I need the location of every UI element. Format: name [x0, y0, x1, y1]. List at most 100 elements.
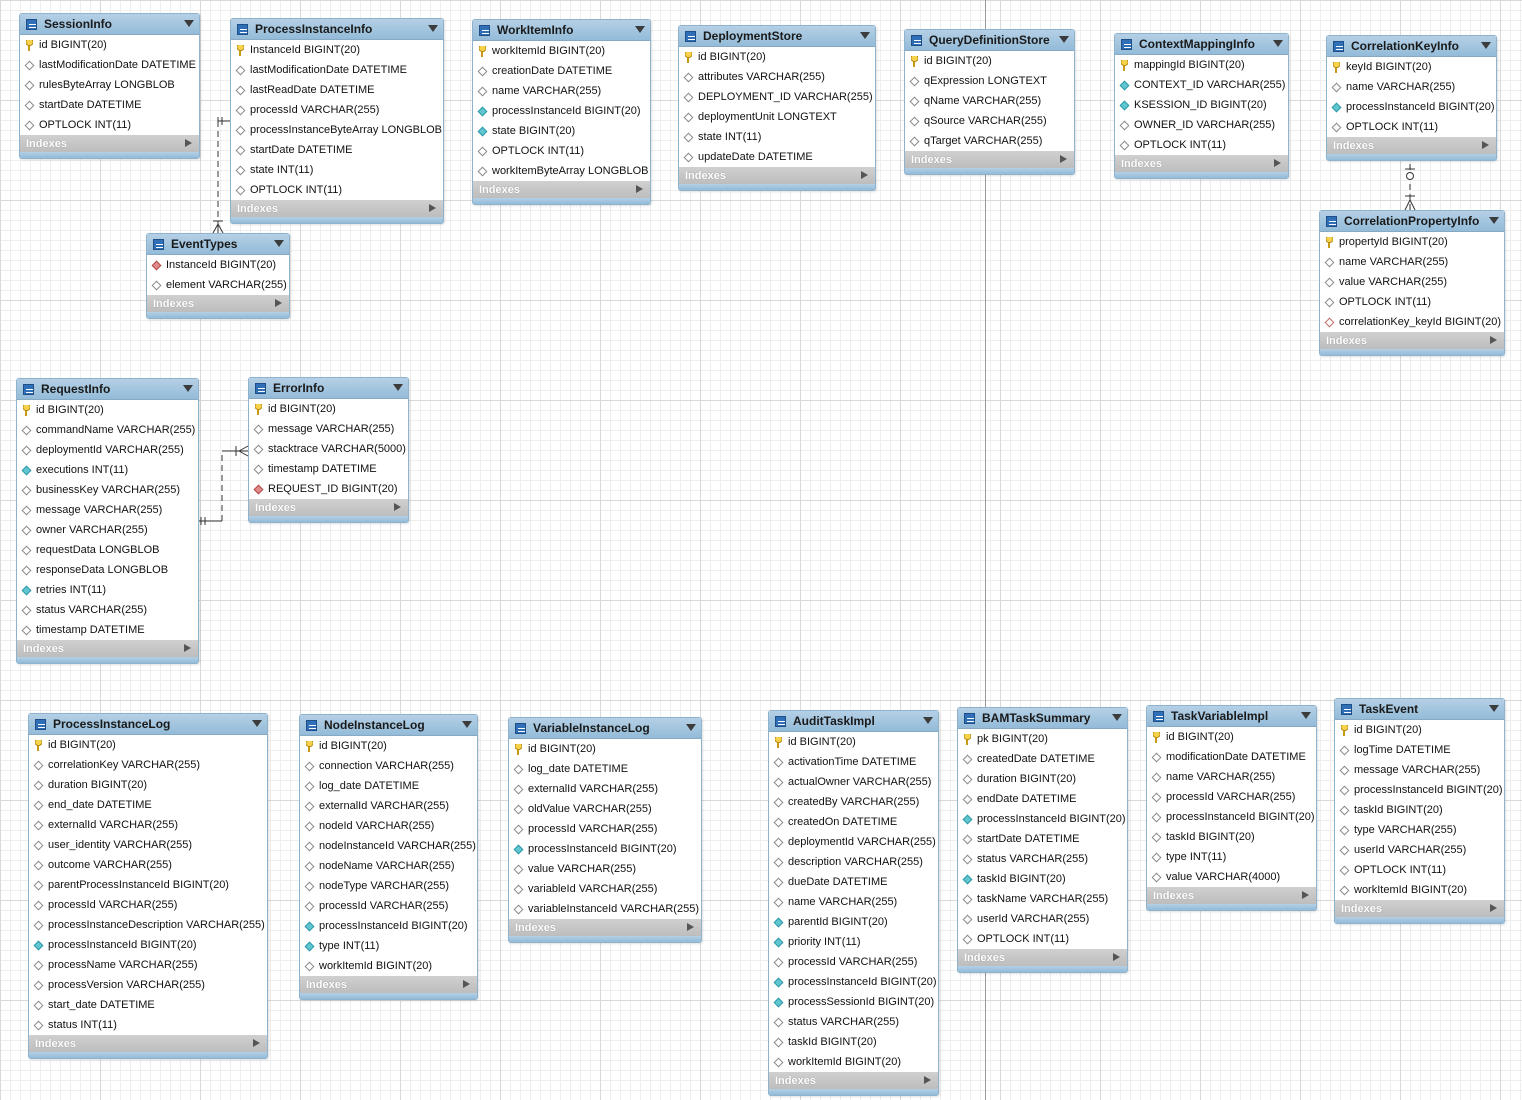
- table-column[interactable]: message VARCHAR(255): [17, 500, 198, 520]
- table-event-types[interactable]: EventTypes InstanceId BIGINT(20)element …: [146, 233, 290, 319]
- table-correlation-property-info[interactable]: CorrelationPropertyInfo propertyId BIGIN…: [1319, 210, 1505, 356]
- table-task-variable-impl[interactable]: TaskVariableImpl id BIGINT(20)modificati…: [1146, 705, 1317, 911]
- table-column[interactable]: updateDate DATETIME: [679, 147, 875, 167]
- table-column[interactable]: processInstanceId BIGINT(20): [509, 839, 701, 859]
- table-column[interactable]: id BIGINT(20): [769, 732, 938, 752]
- table-variable-instance-log[interactable]: VariableInstanceLog id BIGINT(20)log_dat…: [508, 717, 702, 943]
- table-column[interactable]: processInstanceId BIGINT(20): [1147, 807, 1316, 827]
- table-header[interactable]: ContextMappingInfo: [1115, 34, 1288, 55]
- table-column[interactable]: nodeInstanceId VARCHAR(255): [300, 836, 477, 856]
- table-column[interactable]: processId VARCHAR(255): [231, 100, 443, 120]
- indexes-section[interactable]: Indexes: [905, 151, 1074, 168]
- chevron-down-icon[interactable]: [635, 26, 645, 33]
- table-column[interactable]: start_date DATETIME: [29, 995, 267, 1015]
- table-column[interactable]: processName VARCHAR(255): [29, 955, 267, 975]
- table-column[interactable]: activationTime DATETIME: [769, 752, 938, 772]
- table-column[interactable]: externalId VARCHAR(255): [300, 796, 477, 816]
- table-column[interactable]: workItemId BIGINT(20): [473, 41, 650, 61]
- table-column[interactable]: workItemId BIGINT(20): [1335, 880, 1504, 900]
- table-header[interactable]: TaskVariableImpl: [1147, 706, 1316, 727]
- chevron-down-icon[interactable]: [1059, 36, 1069, 43]
- table-column[interactable]: processInstanceId BIGINT(20): [1335, 780, 1504, 800]
- table-column[interactable]: propertyId BIGINT(20): [1320, 232, 1504, 252]
- chevron-down-icon[interactable]: [1489, 217, 1499, 224]
- table-bamtask-summary[interactable]: BAMTaskSummary pk BIGINT(20)createdDate …: [957, 707, 1128, 973]
- table-column[interactable]: executions INT(11): [17, 460, 198, 480]
- table-column[interactable]: taskId BIGINT(20): [958, 869, 1127, 889]
- chevron-down-icon[interactable]: [923, 717, 933, 724]
- table-column[interactable]: dueDate DATETIME: [769, 872, 938, 892]
- expand-arrow-icon[interactable]: [687, 923, 694, 931]
- table-column[interactable]: deploymentId VARCHAR(255): [17, 440, 198, 460]
- table-process-instance-log[interactable]: ProcessInstanceLog id BIGINT(20)correlat…: [28, 713, 268, 1059]
- table-column[interactable]: processSessionId BIGINT(20): [769, 992, 938, 1012]
- table-column[interactable]: OWNER_ID VARCHAR(255): [1115, 115, 1288, 135]
- expand-arrow-icon[interactable]: [1274, 159, 1281, 167]
- table-column[interactable]: attributes VARCHAR(255): [679, 67, 875, 87]
- table-column[interactable]: priority INT(11): [769, 932, 938, 952]
- indexes-section[interactable]: Indexes: [769, 1072, 938, 1089]
- table-column[interactable]: qTarget VARCHAR(255): [905, 131, 1074, 151]
- expand-arrow-icon[interactable]: [924, 1076, 931, 1084]
- table-column[interactable]: message VARCHAR(255): [1335, 760, 1504, 780]
- chevron-down-icon[interactable]: [274, 240, 284, 247]
- expand-arrow-icon[interactable]: [253, 1039, 260, 1047]
- table-header[interactable]: SessionInfo: [20, 14, 199, 35]
- table-column[interactable]: createdBy VARCHAR(255): [769, 792, 938, 812]
- table-context-mapping-info[interactable]: ContextMappingInfo mappingId BIGINT(20)C…: [1114, 33, 1289, 179]
- indexes-section[interactable]: Indexes: [1335, 900, 1504, 917]
- table-column[interactable]: element VARCHAR(255): [147, 275, 289, 295]
- table-node-instance-log[interactable]: NodeInstanceLog id BIGINT(20)connection …: [299, 714, 478, 1000]
- table-column[interactable]: state INT(11): [231, 160, 443, 180]
- table-column[interactable]: outcome VARCHAR(255): [29, 855, 267, 875]
- expand-arrow-icon[interactable]: [861, 171, 868, 179]
- chevron-down-icon[interactable]: [393, 384, 403, 391]
- table-column[interactable]: commandName VARCHAR(255): [17, 420, 198, 440]
- expand-arrow-icon[interactable]: [1490, 336, 1497, 344]
- table-column[interactable]: requestData LONGBLOB: [17, 540, 198, 560]
- table-header[interactable]: BAMTaskSummary: [958, 708, 1127, 729]
- table-column[interactable]: processInstanceId BIGINT(20): [958, 809, 1127, 829]
- indexes-section[interactable]: Indexes: [147, 295, 289, 312]
- table-column[interactable]: id BIGINT(20): [905, 51, 1074, 71]
- table-column[interactable]: status INT(11): [29, 1015, 267, 1035]
- chevron-down-icon[interactable]: [252, 720, 262, 727]
- table-work-item-info[interactable]: WorkItemInfo workItemId BIGINT(20)creati…: [472, 19, 651, 205]
- table-column[interactable]: OPTLOCK INT(11): [1335, 860, 1504, 880]
- indexes-section[interactable]: Indexes: [17, 640, 198, 657]
- table-column[interactable]: startDate DATETIME: [20, 95, 199, 115]
- indexes-section[interactable]: Indexes: [20, 135, 199, 152]
- table-column[interactable]: workItemByteArray LONGBLOB: [473, 161, 650, 181]
- chevron-down-icon[interactable]: [1112, 714, 1122, 721]
- table-column[interactable]: deploymentId VARCHAR(255): [769, 832, 938, 852]
- table-column[interactable]: variableId VARCHAR(255): [509, 879, 701, 899]
- table-column[interactable]: OPTLOCK INT(11): [20, 115, 199, 135]
- table-column[interactable]: creationDate DATETIME: [473, 61, 650, 81]
- table-correlation-key-info[interactable]: CorrelationKeyInfo keyId BIGINT(20)name …: [1326, 35, 1497, 161]
- table-column[interactable]: InstanceId BIGINT(20): [147, 255, 289, 275]
- table-column[interactable]: processId VARCHAR(255): [509, 819, 701, 839]
- indexes-section[interactable]: Indexes: [29, 1035, 267, 1052]
- table-column[interactable]: responseData LONGBLOB: [17, 560, 198, 580]
- indexes-section[interactable]: Indexes: [249, 499, 408, 516]
- indexes-section[interactable]: Indexes: [300, 976, 477, 993]
- chevron-down-icon[interactable]: [860, 32, 870, 39]
- chevron-down-icon[interactable]: [1301, 712, 1311, 719]
- table-column[interactable]: OPTLOCK INT(11): [958, 929, 1127, 949]
- table-column[interactable]: lastModificationDate DATETIME: [231, 60, 443, 80]
- chevron-down-icon[interactable]: [183, 385, 193, 392]
- table-column[interactable]: processId VARCHAR(255): [300, 896, 477, 916]
- table-column[interactable]: id BIGINT(20): [249, 399, 408, 419]
- table-column[interactable]: createdDate DATETIME: [958, 749, 1127, 769]
- table-column[interactable]: parentId BIGINT(20): [769, 912, 938, 932]
- chevron-down-icon[interactable]: [184, 20, 194, 27]
- expand-arrow-icon[interactable]: [1060, 155, 1067, 163]
- table-column[interactable]: state BIGINT(20): [473, 121, 650, 141]
- expand-arrow-icon[interactable]: [184, 644, 191, 652]
- table-column[interactable]: actualOwner VARCHAR(255): [769, 772, 938, 792]
- table-column[interactable]: value VARCHAR(255): [1320, 272, 1504, 292]
- indexes-section[interactable]: Indexes: [958, 949, 1127, 966]
- table-column[interactable]: externalId VARCHAR(255): [29, 815, 267, 835]
- table-column[interactable]: oldValue VARCHAR(255): [509, 799, 701, 819]
